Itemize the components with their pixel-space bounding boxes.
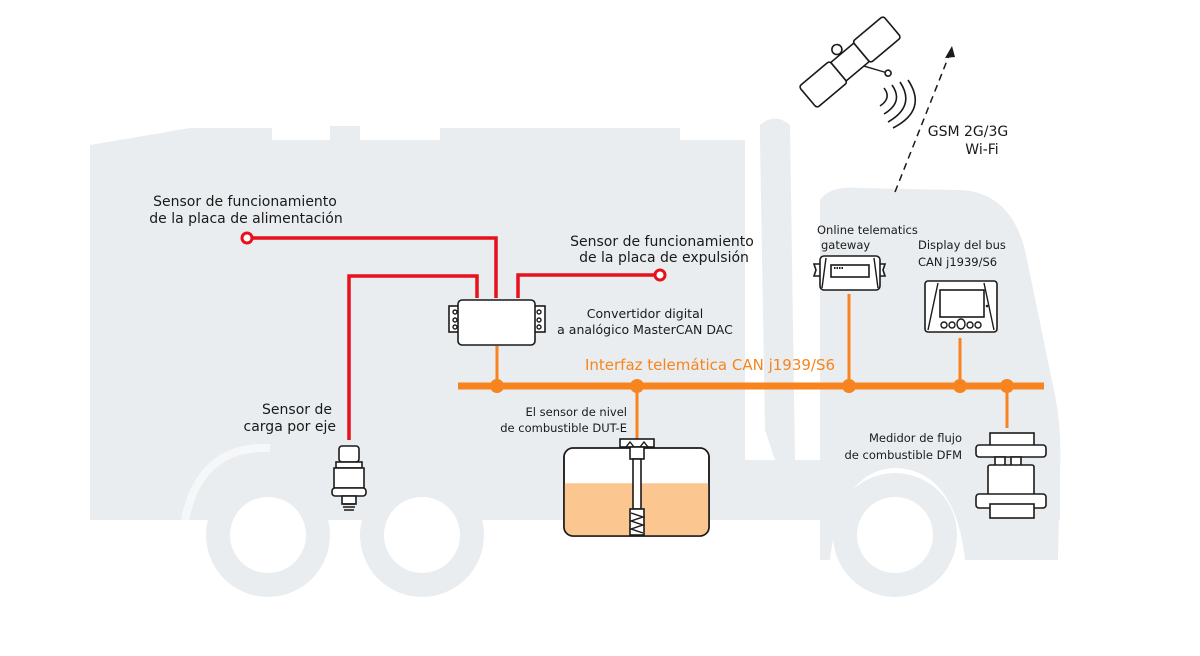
wireless-label-line1: GSM 2G/3G xyxy=(928,124,1009,140)
truck-silhouette xyxy=(0,118,1200,656)
truck-tank-body xyxy=(90,126,745,520)
wire-ejection-plate xyxy=(516,273,656,298)
axle-load-sensor-label-line2: carga por eje xyxy=(244,419,336,435)
signal-waves-icon xyxy=(879,79,917,129)
gateway-label-line1: Online telematics xyxy=(817,223,918,237)
bus-node xyxy=(1000,379,1014,393)
ground-area xyxy=(0,598,1200,656)
axle-load-sensor-icon xyxy=(331,445,367,511)
analog-wires xyxy=(240,231,667,440)
flow-meter-label-line2: de combustible DFM xyxy=(845,448,963,462)
rear-wheel-2 xyxy=(360,473,484,597)
wire-axle-load xyxy=(347,274,479,440)
arrow-up-icon xyxy=(945,46,955,58)
ejection-plate-sensor-label-line2: de la placa de expulsión xyxy=(579,250,749,266)
display-label-line1: Display del bus xyxy=(918,238,1006,252)
wireless-label-line2: Wi-Fi xyxy=(965,142,998,158)
rear-wheel-1 xyxy=(206,473,330,597)
dut-e-probe-icon xyxy=(619,438,655,536)
fuel-flow-meter-icon xyxy=(975,432,1047,519)
wireless-link-dashed xyxy=(894,47,953,193)
can-display-icon xyxy=(924,280,998,333)
power-plate-sensor-label-line2: de la placa de alimentación xyxy=(149,211,342,227)
fuel-level-sensor-label-line2: de combustible DUT-E xyxy=(500,421,627,435)
can-bus-label: Interfaz telemática CAN j1939/S6 xyxy=(585,356,835,374)
mudguard-arc xyxy=(181,443,271,521)
gateway-label-line2: gateway xyxy=(821,238,870,252)
flow-meter-label-line1: Medidor de flujo xyxy=(869,431,962,445)
bus-node xyxy=(630,379,644,393)
display-label-line2: CAN j1939/S6 xyxy=(918,255,997,269)
dac-converter-icon xyxy=(448,299,546,346)
axle-load-sensor-label-line1: Sensor de xyxy=(262,402,332,418)
power-plate-sensor-label-line1: Sensor de funcionamiento xyxy=(153,194,337,210)
bus-node xyxy=(953,379,967,393)
telematics-gateway-icon xyxy=(812,255,887,291)
bus-node xyxy=(842,379,856,393)
sensor-terminal-power-plate xyxy=(240,231,254,245)
sensor-terminal-ejection-plate xyxy=(653,268,667,282)
truck-exhaust xyxy=(760,118,795,460)
satellite-icon xyxy=(799,16,901,108)
front-wheel xyxy=(830,468,965,597)
bus-node xyxy=(490,379,504,393)
can-bus: Interfaz telemática CAN j1939/S6 xyxy=(458,294,1044,442)
wire-power-plate xyxy=(250,236,498,298)
dac-label-line1: Convertidor digital xyxy=(587,306,703,321)
ejection-plate-sensor-label-line1: Sensor de funcionamiento xyxy=(570,234,754,250)
fuel-level-sensor-label-line1: El sensor de nivel xyxy=(526,405,627,419)
dac-label-line2: a analógico MasterCAN DAC xyxy=(557,322,733,337)
